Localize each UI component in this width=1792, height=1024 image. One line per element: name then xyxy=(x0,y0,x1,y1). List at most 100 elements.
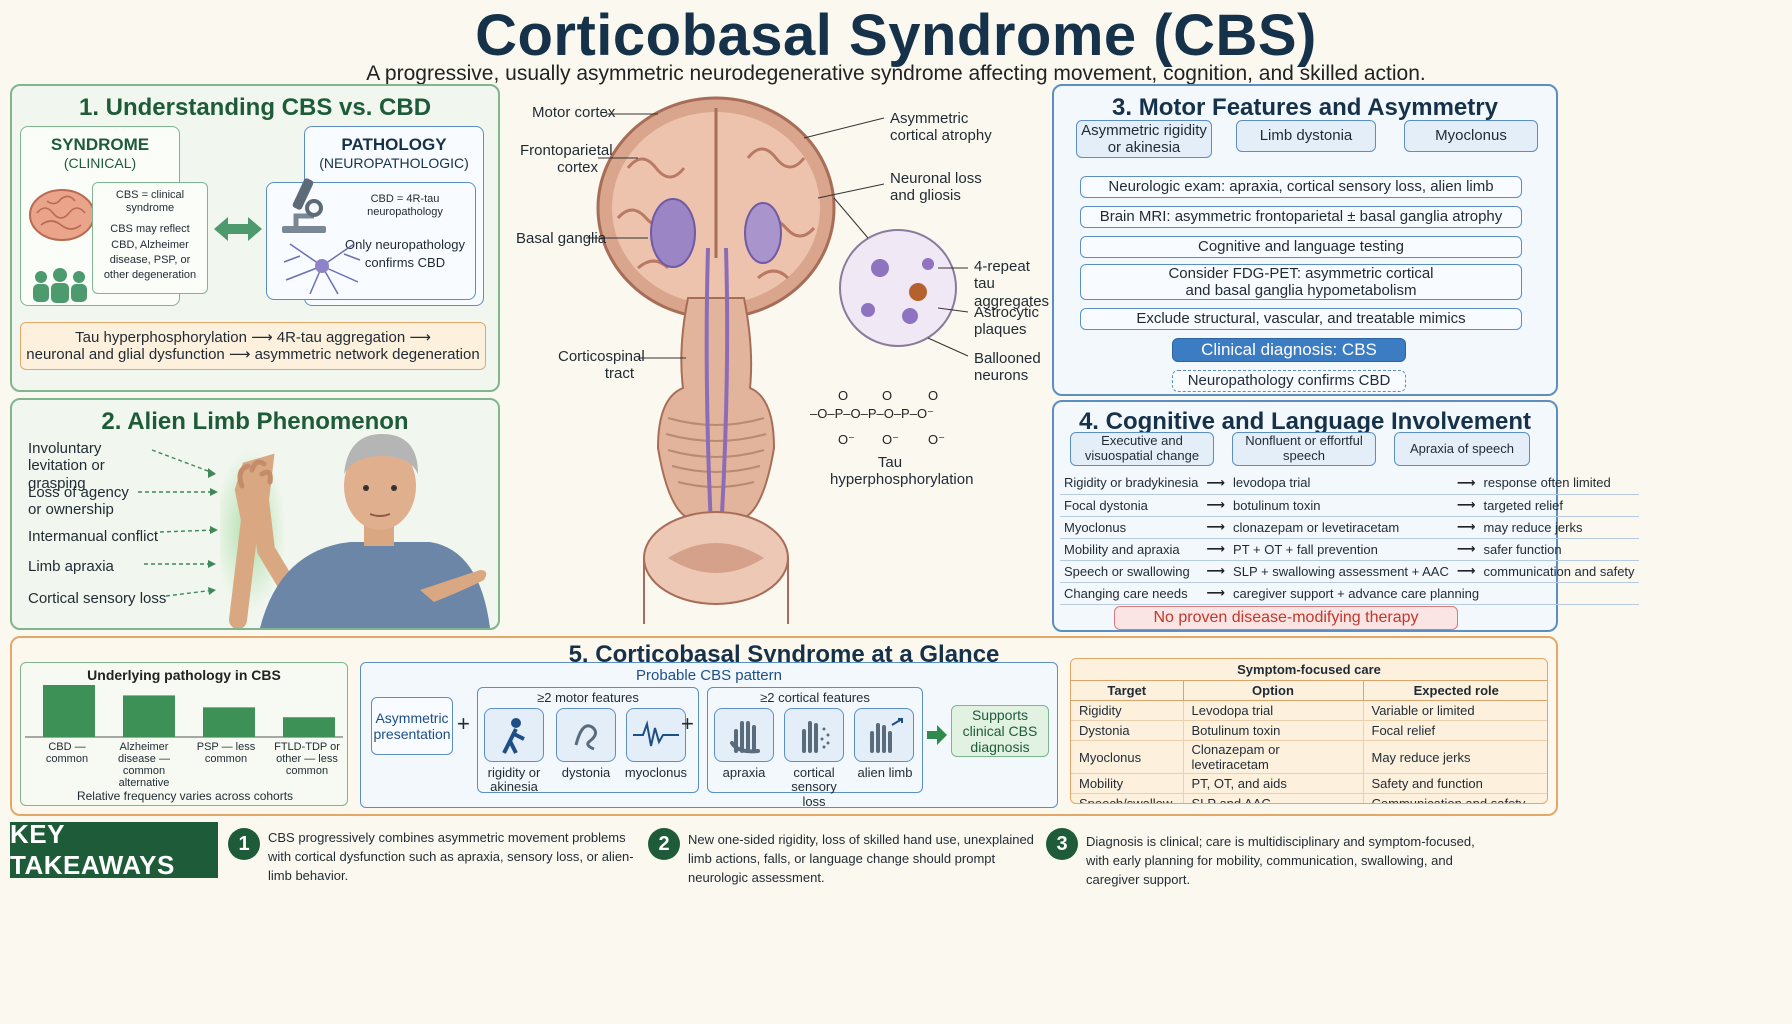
takeaway-number-3: 3 xyxy=(1046,828,1078,860)
confirm-cbd-badge: Neuropathology confirms CBD xyxy=(1172,370,1406,392)
neuron-network-icon xyxy=(283,243,361,295)
asym-presentation-box: Asymmetric presentation xyxy=(371,697,453,755)
bar-label-cbd: CBD — common xyxy=(45,741,89,765)
cortical-features-group: ≥2 cortical features apraxia cortical se… xyxy=(707,687,923,808)
step-cognitive-testing: Cognitive and language testing xyxy=(1080,236,1522,258)
people-icon xyxy=(33,268,87,303)
cell-effect: may reduce jerks xyxy=(1479,516,1639,539)
cell-symptom: Mobility and apraxia xyxy=(1060,538,1203,561)
syndrome-text-1: CBS = clinical syndrome xyxy=(115,189,185,214)
svg-text:O: O xyxy=(882,388,892,403)
alien-item-3: Intermanual conflict xyxy=(28,528,159,545)
cell-option: levodopa trial xyxy=(1229,472,1453,495)
tau-cascade-box: Tau hyperphosphorylation ⟶ 4R-tau aggreg… xyxy=(20,322,486,370)
alien-item-2: Loss of agency or ownership xyxy=(28,484,129,519)
alien-item-1: Involuntary levitation or grasping xyxy=(28,440,105,492)
label-ballooned-neurons: Ballooned neurons xyxy=(974,350,1041,385)
cell-symptom: Speech or swallowing xyxy=(1060,560,1203,583)
cell-option: caregiver support + advance care plannin… xyxy=(1229,582,1639,605)
cell-symptom: Focal dystonia xyxy=(1060,494,1203,517)
plus-sign-2: + xyxy=(681,711,694,736)
cell-option: clonazepam or levetiracetam xyxy=(1229,516,1453,539)
cell-option: botulinum toxin xyxy=(1229,494,1453,517)
label-astrocytic-plaques: Astrocytic plaques xyxy=(974,304,1040,339)
care-table-title: Symptom-focused care xyxy=(1071,659,1547,681)
svg-text:O⁻: O⁻ xyxy=(928,432,945,447)
alien-limb-hand-icon xyxy=(854,708,914,762)
cell-option: SLP + swallowing assessment + AAC xyxy=(1229,560,1453,583)
care-header-role: Expected role xyxy=(1363,681,1547,701)
svg-text:O⁻: O⁻ xyxy=(882,432,899,447)
label-tau-aggregates: 4-repeat tau aggregates xyxy=(974,258,1050,310)
svg-text:O: O xyxy=(928,388,938,403)
table-row: Changing care needs⟶caregiver support + … xyxy=(1060,582,1639,605)
cell-effect: targeted relief xyxy=(1479,494,1639,517)
label-basal-ganglia: Basal ganglia xyxy=(516,230,607,247)
table-row: Myoclonus⟶clonazepam or levetiracetam⟶ma… xyxy=(1060,516,1639,539)
cog-feature-executive: Executive and visuospatial change xyxy=(1070,432,1214,466)
pathology-title: PATHOLOGY xyxy=(341,135,447,154)
probable-pattern-box: Probable CBS pattern Asymmetric presenta… xyxy=(360,662,1058,808)
page-subtitle: A progressive, usually asymmetric neurod… xyxy=(366,62,1426,85)
arrow-right-icon xyxy=(927,725,947,745)
motor-item-1: rigidity or akinesia xyxy=(487,765,541,795)
myoclonus-icon xyxy=(626,708,686,762)
label-frontoparietal: Frontoparietal cortex xyxy=(520,142,613,177)
microscope-icon xyxy=(282,178,326,233)
panel-motor-features: 3. Motor Features and Asymmetry Asymmetr… xyxy=(1052,84,1558,396)
probable-title: Probable CBS pattern xyxy=(636,667,782,684)
panel2-title: 2. Alien Limb Phenomenon xyxy=(101,408,409,435)
pathology-bar-chart xyxy=(25,685,343,738)
step-mri: Brain MRI: asymmetric frontoparietal ± b… xyxy=(1080,206,1522,228)
cog-feature-nonfluent: Nonfluent or effortful speech xyxy=(1232,432,1376,466)
feature-limb-dystonia: Limb dystonia xyxy=(1236,120,1376,152)
label-asym-atrophy: Asymmetric cortical atrophy xyxy=(890,110,992,145)
cell-option: PT + OT + fall prevention xyxy=(1229,538,1453,561)
pathology-text-2: Only neuropathology confirms CBD xyxy=(345,237,465,270)
alien-dashed-arrows xyxy=(138,449,218,597)
bar-label-ad: Alzheimer disease — common alternative xyxy=(118,741,170,790)
takeaway-number-2: 2 xyxy=(648,828,680,860)
panel3-title: 3. Motor Features and Asymmetry xyxy=(1112,94,1498,121)
apraxia-hand-icon xyxy=(714,708,774,762)
motor-item-2: dystonia xyxy=(561,765,611,780)
takeaway-text-1: CBS progressively combines asymmetric mo… xyxy=(268,830,634,883)
panel-alien-limb: 2. Alien Limb Phenomenon Involuntary lev… xyxy=(10,398,500,630)
label-corticospinal: Corticospinal tract xyxy=(558,348,645,383)
cell-symptom: Rigidity or bradykinesia xyxy=(1060,472,1203,495)
label-neuronal-loss: Neuronal loss and gliosis xyxy=(890,170,982,205)
table-row: Speech or swallowing⟶SLP + swallowing as… xyxy=(1060,560,1639,583)
chart-title: Underlying pathology in CBS xyxy=(87,667,281,683)
sensory-hand-icon xyxy=(784,708,844,762)
care-header-target: Target xyxy=(1071,681,1184,701)
cell-effect: response often limited xyxy=(1479,472,1639,495)
takeaway-text-3: Diagnosis is clinical; care is multidisc… xyxy=(1086,834,1475,887)
feature-asym-rigidity: Asymmetric rigidity or akinesia xyxy=(1076,120,1212,158)
cell-effect: communication and safety xyxy=(1479,560,1639,583)
syndrome-subtitle: (CLINICAL) xyxy=(63,155,137,171)
step-fdg-pet: Consider FDG-PET: asymmetric cortical an… xyxy=(1080,264,1522,300)
care-header-option: Option xyxy=(1183,681,1364,701)
table-row: Rigidity or bradykinesia⟶levodopa trial⟶… xyxy=(1060,472,1639,495)
cell-symptom: Myoclonus xyxy=(1060,516,1203,539)
brain-icon xyxy=(29,189,95,241)
pathology-text-1: CBD = 4R-tau neuropathology xyxy=(367,193,443,218)
double-arrow-icon xyxy=(214,217,262,241)
cortical-title: ≥2 cortical features xyxy=(760,690,870,705)
takeaway-text-2: New one-sided rigidity, loss of skilled … xyxy=(688,832,1034,885)
motor-features-group: ≥2 motor features rigidity or akinesia d… xyxy=(477,687,699,795)
svg-text:O: O xyxy=(838,388,848,403)
clinical-diagnosis-badge: Clinical diagnosis: CBS xyxy=(1172,338,1406,362)
table-row: Mobility and apraxia⟶PT + OT + fall prev… xyxy=(1060,538,1639,561)
chart-caption: Relative frequency varies across cohorts xyxy=(76,789,294,803)
no-therapy-warning: No proven disease-modifying therapy xyxy=(1114,606,1458,630)
chart-bar xyxy=(203,707,255,737)
motor-item-3: myoclonus xyxy=(624,765,688,780)
plus-sign-1: + xyxy=(457,711,470,736)
pathology-chart-box: Underlying pathology in CBS CBD — common… xyxy=(20,662,348,806)
panel1-title: 1. Understanding CBS vs. CBD xyxy=(78,94,432,121)
